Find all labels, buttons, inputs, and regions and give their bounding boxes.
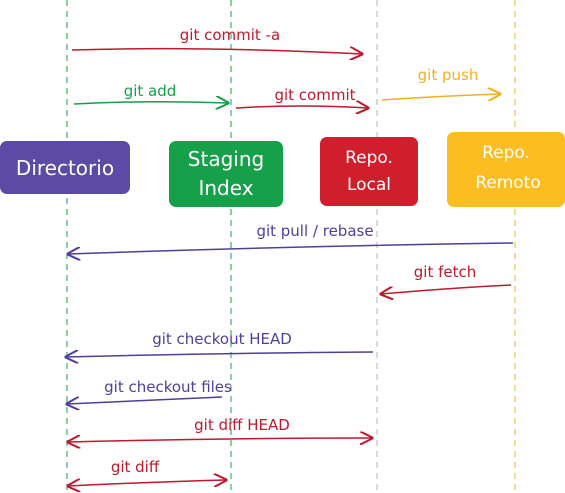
command-push: git push bbox=[381, 66, 500, 100]
arrow-add bbox=[73, 102, 228, 104]
label-diff: git diff bbox=[111, 458, 160, 476]
command-diff: git diff bbox=[68, 458, 226, 486]
arrow-commit bbox=[235, 106, 368, 108]
arrow-diff bbox=[68, 480, 226, 486]
box-staging-line1: Staging bbox=[188, 147, 264, 171]
label-add: git add bbox=[124, 82, 177, 100]
box-directory-bg bbox=[0, 141, 130, 194]
box-remote-repo: Repo. Remoto bbox=[447, 132, 565, 207]
box-staging-bg bbox=[169, 141, 283, 207]
arrow-pull bbox=[68, 242, 514, 254]
command-diff-head: git diff HEAD bbox=[68, 416, 372, 442]
label-checkout-head: git checkout HEAD bbox=[152, 330, 292, 348]
arrow-diff-head bbox=[68, 438, 372, 442]
arrow-checkout-files bbox=[67, 396, 223, 404]
command-checkout-files: git checkout files bbox=[67, 378, 232, 404]
command-fetch: git fetch bbox=[381, 263, 512, 294]
label-commit: git commit bbox=[274, 86, 355, 104]
box-staging-line2: Index bbox=[198, 176, 253, 200]
arrow-fetch bbox=[381, 284, 512, 294]
arrow-push bbox=[381, 94, 500, 100]
label-fetch: git fetch bbox=[414, 263, 476, 281]
box-local-bg bbox=[320, 137, 418, 206]
label-diff-head: git diff HEAD bbox=[194, 416, 290, 434]
command-commit: git commit bbox=[235, 86, 368, 108]
box-local-line2: Local bbox=[347, 175, 391, 195]
label-push: git push bbox=[418, 66, 479, 84]
box-local-line1: Repo. bbox=[345, 148, 393, 168]
box-local-repo: Repo. Local bbox=[320, 137, 418, 206]
arrow-checkout-head bbox=[66, 352, 374, 357]
command-commit-a: git commit -a bbox=[71, 26, 362, 54]
label-commit-a: git commit -a bbox=[180, 26, 280, 44]
box-staging-index: Staging Index bbox=[169, 141, 283, 207]
command-checkout-head: git checkout HEAD bbox=[66, 330, 374, 357]
box-remote-line1: Repo. bbox=[482, 143, 530, 163]
box-remote-bg bbox=[447, 132, 565, 207]
label-pull: git pull / rebase bbox=[256, 222, 373, 240]
arrow-commit-a bbox=[71, 49, 362, 54]
box-remote-line2: Remoto bbox=[475, 173, 541, 193]
command-pull: git pull / rebase bbox=[68, 222, 514, 254]
box-directory-label: Directorio bbox=[16, 156, 114, 180]
label-checkout-files: git checkout files bbox=[104, 378, 232, 396]
command-add: git add bbox=[73, 82, 228, 104]
box-directory: Directorio bbox=[0, 141, 130, 194]
